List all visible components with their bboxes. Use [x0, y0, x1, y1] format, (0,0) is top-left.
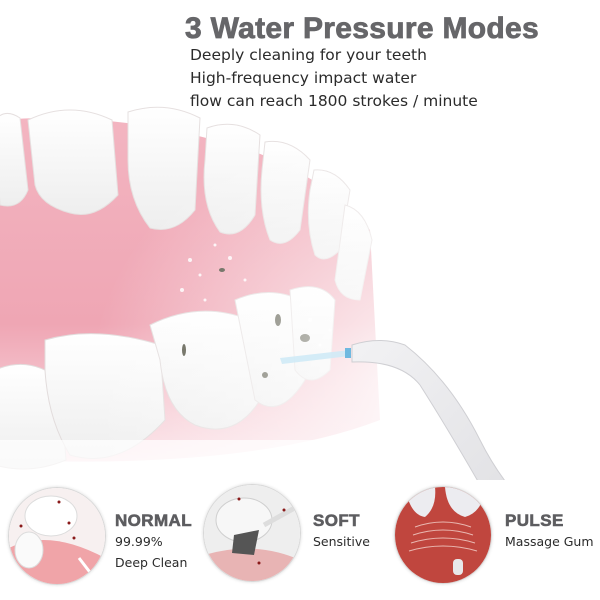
soft-mode-label: SOFT: [313, 511, 360, 531]
teeth-illustration: [0, 0, 600, 480]
normal-mode-desc-1: 99.99%: [115, 534, 163, 549]
subtitle-line-1: Deeply cleaning for your teeth: [190, 46, 427, 64]
soft-mode-image: [203, 484, 301, 582]
subtitle-line-2: High-frequency impact water: [190, 69, 417, 87]
pulse-mode-desc: Massage Gum: [505, 534, 594, 549]
normal-mode-label: NORMAL: [115, 511, 192, 531]
soft-mode-desc: Sensitive: [313, 534, 370, 549]
subtitle-line-3: flow can reach 1800 strokes / minute: [190, 92, 478, 110]
normal-mode-image: [8, 487, 106, 585]
pulse-mode-label: PULSE: [505, 511, 564, 531]
normal-mode-desc-2: Deep Clean: [115, 555, 188, 570]
pulse-mode-image: [394, 486, 492, 584]
page-title: 3 Water Pressure Modes: [185, 12, 539, 46]
